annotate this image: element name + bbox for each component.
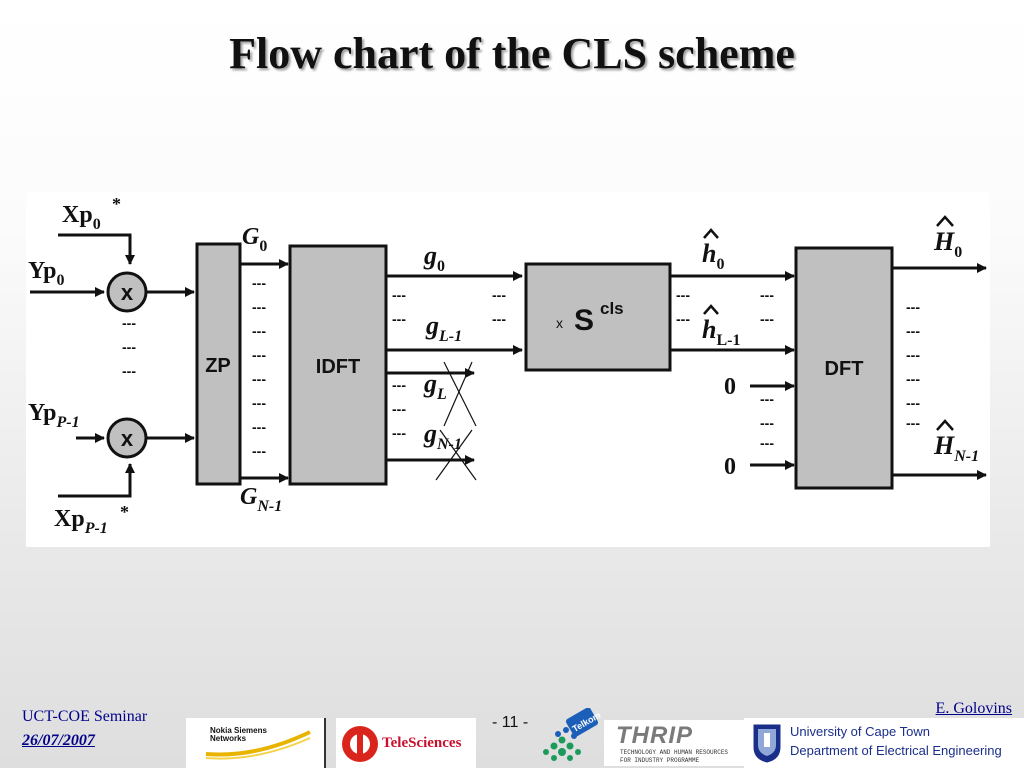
gl-label: gL: [423, 369, 447, 403]
ellipsis-dash: ---: [492, 287, 506, 303]
idft-block: IDFT: [288, 244, 388, 486]
ellipsis-dash: ---: [906, 347, 920, 363]
scls-block: x S cls: [524, 262, 672, 372]
ellipsis-dash: ---: [122, 363, 136, 379]
ellipsis-dash: ---: [760, 435, 774, 451]
ellipsis-dash: ---: [252, 395, 266, 411]
flow-chart-diagram: x x ZP IDFT x S cls DFT Xp0 * Yp0 YpP-1 …: [26, 192, 990, 547]
nokia-siemens-logo: Nokia Siemens Networks: [186, 718, 324, 768]
GN1-label: GN-1: [240, 484, 282, 515]
thrip-tagline-line1: TECHNOLOGY AND HUMAN RESOURCES: [620, 749, 729, 756]
ellipsis-dash: ---: [252, 299, 266, 315]
multiplier-top-symbol: x: [121, 280, 134, 305]
thrip-logo: THRIP TECHNOLOGY AND HUMAN RESOURCES FOR…: [604, 720, 744, 766]
zp-label: ZP: [205, 355, 231, 377]
ellipsis-dashes: --- --- --- --- --- --- --- --- --- --- --- --- --- -…: [122, 275, 920, 459]
discard-cross-marks: [435, 361, 477, 481]
ellipsis-dash: ---: [252, 323, 266, 339]
telkom-logo: Telkom: [536, 707, 602, 768]
xpp1-connector: [58, 463, 135, 498]
idft-label: IDFT: [316, 356, 360, 378]
uct-name: University of Cape Town: [790, 724, 930, 739]
zp-block: ZP: [195, 242, 242, 486]
H0-label: H0: [933, 227, 962, 261]
scls-prefix: x: [556, 315, 563, 331]
footer-date: 26/07/2007: [22, 732, 95, 749]
multiplier-bottom-symbol: x: [121, 426, 134, 451]
ellipsis-dash: ---: [676, 311, 690, 327]
ellipsis-dash: ---: [676, 287, 690, 303]
xpp1-label: XpP-1: [54, 506, 108, 537]
multiplier-top: x: [106, 271, 148, 313]
ellipsis-dash: ---: [252, 275, 266, 291]
xp0-connector: [58, 233, 135, 265]
footer-author: E. Golovins: [935, 700, 1012, 717]
ellipsis-dash: ---: [492, 311, 506, 327]
telkom-dots-icon: [543, 707, 599, 761]
xpp1-conjugate: *: [120, 502, 129, 522]
ypp1-label: YpP-1: [28, 400, 80, 431]
ellipsis-dash: ---: [122, 315, 136, 331]
scls-superscript: cls: [600, 299, 624, 318]
slide-title: Flow chart of the CLS scheme: [229, 29, 795, 78]
thrip-tagline-line2: FOR INDUSTRY PROGRAMME: [620, 757, 700, 764]
hl1-label: hL-1: [702, 315, 740, 349]
ellipsis-dash: ---: [906, 415, 920, 431]
nokia-siemens-swoosh-icon: [205, 730, 311, 760]
ellipsis-dash: ---: [392, 287, 406, 303]
thrip-wordmark: THRIP: [616, 722, 693, 749]
scls-main: S: [574, 304, 594, 337]
multiplier-bottom: x: [106, 417, 148, 459]
uct-department: Department of Electrical Engineering: [790, 743, 1002, 758]
yp0-label: Yp0: [28, 258, 64, 289]
ellipsis-dash: ---: [252, 443, 266, 459]
h0-label: h0: [702, 239, 724, 273]
ellipsis-dash: ---: [760, 415, 774, 431]
hat-marks: [703, 215, 954, 431]
page-number: - 11 -: [492, 714, 529, 731]
uct-crest-icon: [753, 724, 781, 763]
gl1-label: gL-1: [425, 311, 462, 345]
nokia-siemens-line2: Networks: [210, 734, 247, 743]
xp0-conjugate: *: [112, 194, 121, 214]
ellipsis-dash: ---: [392, 401, 406, 417]
ellipsis-dash: ---: [122, 339, 136, 355]
G0-label: G0: [242, 224, 267, 255]
flow-chart-svg: x x ZP IDFT x S cls DFT Xp0 * Yp0 YpP-1 …: [28, 194, 987, 537]
ellipsis-dash: ---: [906, 371, 920, 387]
dft-label: DFT: [825, 358, 864, 380]
footer-seminar: UCT-COE Seminar: [22, 708, 148, 725]
nokia-siemens-line1: Nokia Siemens: [210, 726, 267, 735]
uct-text-block: University of Cape Town Department of El…: [790, 722, 1002, 760]
ellipsis-dash: ---: [252, 419, 266, 435]
ellipsis-dash: ---: [760, 311, 774, 327]
dft-block: DFT: [794, 246, 894, 490]
telesciences-emblem-icon: [342, 726, 378, 762]
xp0-label: Xp0: [62, 202, 101, 233]
ellipsis-dash: ---: [392, 425, 406, 441]
ellipsis-dash: ---: [906, 395, 920, 411]
gn1-label: gN-1: [423, 419, 462, 453]
zero-bottom-label: 0: [724, 454, 736, 480]
telesciences-wordmark: TeleSciences: [382, 735, 462, 751]
g0-label: g0: [423, 241, 445, 275]
ellipsis-dash: ---: [392, 377, 406, 393]
HN1-label: HN-1: [933, 431, 979, 465]
ellipsis-dash: ---: [392, 311, 406, 327]
ellipsis-dash: ---: [906, 299, 920, 315]
ellipsis-dash: ---: [252, 371, 266, 387]
ellipsis-dash: ---: [760, 287, 774, 303]
logo-separator: [324, 718, 326, 768]
telesciences-logo: TeleSciences: [336, 718, 476, 768]
ellipsis-dash: ---: [906, 323, 920, 339]
ellipsis-dash: ---: [252, 347, 266, 363]
uct-logo-block: [744, 718, 1024, 768]
ellipsis-dash: ---: [760, 391, 774, 407]
zero-top-label: 0: [724, 374, 736, 400]
